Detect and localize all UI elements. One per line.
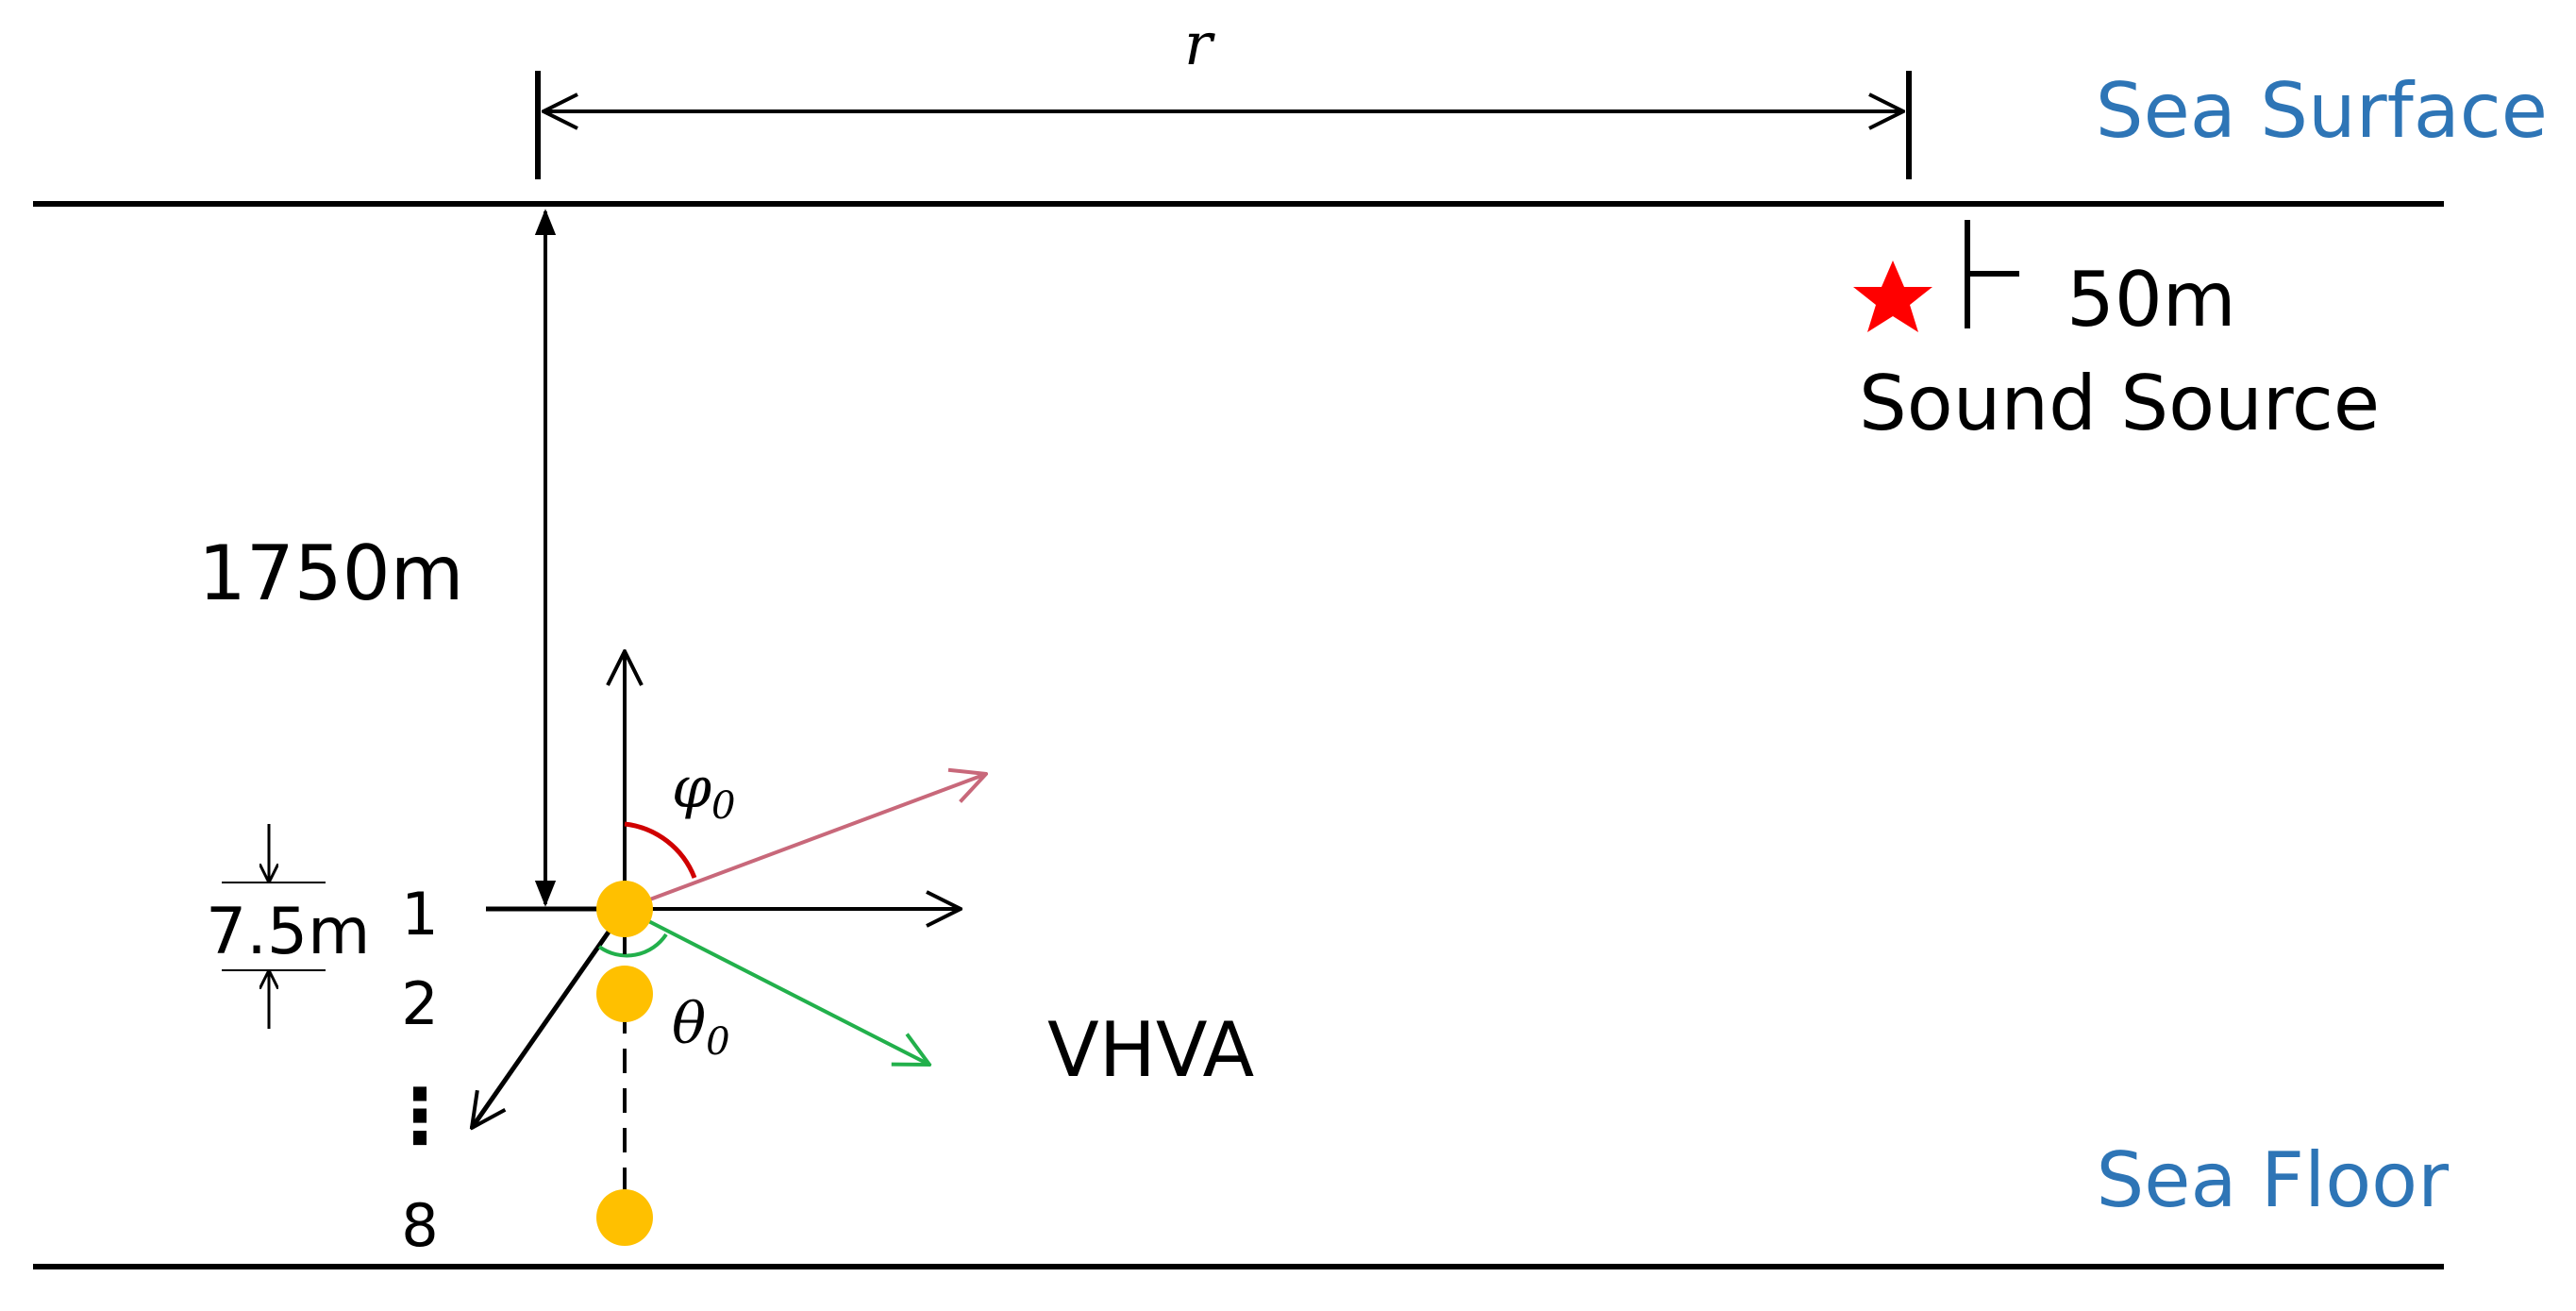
circle-dot-icon xyxy=(596,881,653,937)
element-label-8: 8 xyxy=(401,1191,438,1260)
spacing-label: 7.5m xyxy=(206,895,370,969)
axis-y-arrow xyxy=(472,907,627,1128)
source-depth-bracket xyxy=(1965,220,2019,328)
sound-source-label: Sound Source xyxy=(1859,360,2380,447)
sea-surface-label: Sea Surface xyxy=(2096,67,2548,155)
element-label-1: 1 xyxy=(401,880,438,949)
sea-floor-label: Sea Floor xyxy=(2097,1136,2450,1224)
phi-subscript: 0 xyxy=(711,784,735,828)
phi-direction-arrow xyxy=(624,774,986,911)
star-icon xyxy=(1853,261,1932,332)
array-name-label: VHVA xyxy=(1047,1006,1254,1094)
range-label: r xyxy=(1184,9,1215,78)
phi-label: φ0 xyxy=(672,755,735,828)
circle-dot-icon xyxy=(596,1189,653,1246)
element-label-2: 2 xyxy=(401,969,438,1038)
element-ellipsis: ⋮ xyxy=(382,1072,458,1160)
theta-symbol: θ xyxy=(672,991,706,1057)
circle-dot-icon xyxy=(596,966,653,1022)
theta-subscript: 0 xyxy=(706,1020,729,1064)
array-depth-label: 1750m xyxy=(198,529,464,617)
theta-label: θ0 xyxy=(672,991,730,1064)
theta-angle-arc xyxy=(597,933,668,958)
phi-symbol: φ xyxy=(672,755,711,821)
phi-angle-arc xyxy=(624,821,697,879)
source-depth-label: 50m xyxy=(2066,256,2236,344)
theta-direction-arrow xyxy=(624,907,929,1065)
